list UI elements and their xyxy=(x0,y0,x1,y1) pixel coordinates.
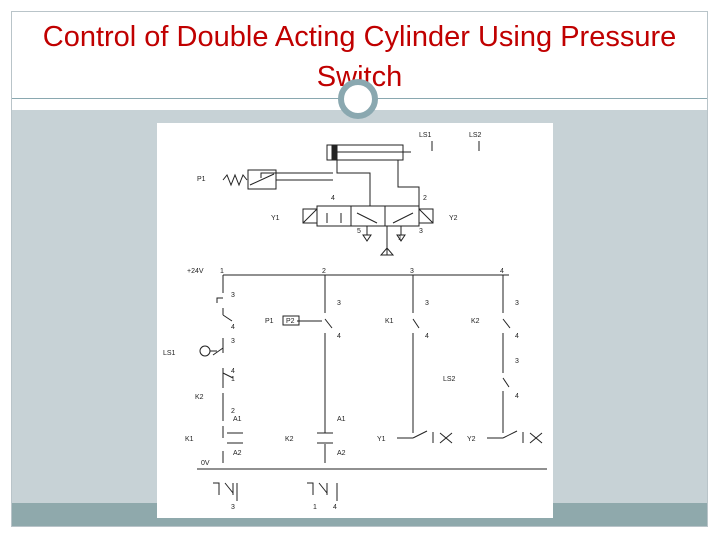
y1-label: Y1 xyxy=(271,215,280,222)
bottom-contact-2b-label: 4 xyxy=(333,504,337,511)
slide-frame xyxy=(11,11,708,527)
coil-a2-label: A2 xyxy=(233,450,242,457)
ladder-p1-box-label: P2 xyxy=(286,318,295,325)
pressure-line xyxy=(260,172,333,178)
r1-c4-label: 4 xyxy=(231,324,235,331)
supply-label: +24V xyxy=(187,268,204,275)
r3-c4-label: 4 xyxy=(425,333,429,340)
r1-c1-label: 1 xyxy=(231,376,235,383)
coil-a2b-label: A2 xyxy=(337,450,346,457)
circuit-diagram-svg: LS1 LS2 P1 4 2 Y1 Y2 5 1 3 +24V 1 2 3 4 … xyxy=(163,132,547,511)
decorative-ring-icon xyxy=(338,79,378,119)
ls2-label: LS2 xyxy=(469,132,482,139)
circuit-diagram: LS1 LS2 P1 4 2 Y1 Y2 5 1 3 +24V 1 2 3 4 … xyxy=(157,123,553,518)
p1-label: P1 xyxy=(197,176,206,183)
ladder-k1-label: K1 xyxy=(385,318,394,325)
r1-c4b-label: 4 xyxy=(231,368,235,375)
rung-4-label: 4 xyxy=(500,268,504,275)
bottom-contact-2a-label: 1 xyxy=(313,504,317,511)
y2-label: Y2 xyxy=(449,215,458,222)
rung-3-label: 3 xyxy=(410,268,414,275)
ladder-k2c-label: K2 xyxy=(471,318,480,325)
valve-box-1 xyxy=(316,205,352,227)
r1-c3b-label: 3 xyxy=(231,338,235,345)
r4-c3-label: 3 xyxy=(515,300,519,307)
y2-solenoid xyxy=(418,208,434,224)
r2-c4-label: 4 xyxy=(337,333,341,340)
air-line-b xyxy=(397,160,420,206)
r3-c3-label: 3 xyxy=(425,300,429,307)
cylinder-piston xyxy=(331,144,338,161)
ground-label: 0V xyxy=(201,460,210,467)
r4-c3b-label: 3 xyxy=(515,358,519,365)
ladder-ls1-label: LS1 xyxy=(163,350,176,357)
coil-a1-label: A1 xyxy=(233,416,242,423)
ls1-label: LS1 xyxy=(419,132,432,139)
ladder-p1-label: P1 xyxy=(265,318,274,325)
r2-c3-label: 3 xyxy=(337,300,341,307)
r4-c4b-label: 4 xyxy=(515,393,519,400)
ladder-ls2-label: LS2 xyxy=(443,376,456,383)
bottom-contact-1-label: 3 xyxy=(231,504,235,511)
coil-y1-label: Y1 xyxy=(377,436,386,443)
y1-solenoid xyxy=(302,208,318,224)
rung-1-label: 1 xyxy=(220,268,224,275)
valve-box-2 xyxy=(350,205,386,227)
r1-c3-label: 3 xyxy=(231,292,235,299)
rung-2-label: 2 xyxy=(322,268,326,275)
valve-box-3 xyxy=(384,205,420,227)
coil-k1-label: K1 xyxy=(185,436,194,443)
r4-c4-label: 4 xyxy=(515,333,519,340)
port-4-label: 4 xyxy=(331,195,335,202)
p1-spring xyxy=(222,173,248,187)
coil-y2-label: Y2 xyxy=(467,436,476,443)
air-line-a xyxy=(336,160,371,206)
coil-a1b-label: A1 xyxy=(337,416,346,423)
ladder-k2-label: K2 xyxy=(195,394,204,401)
coil-k2-label: K2 xyxy=(285,436,294,443)
port-1-label: 1 xyxy=(398,235,402,242)
port-5-label: 5 xyxy=(357,228,361,235)
slide-title: Control of Double Acting Cylinder Using … xyxy=(42,21,677,93)
port-3-label: 3 xyxy=(419,228,423,235)
r1-c2-label: 2 xyxy=(231,408,235,415)
port-2-label: 2 xyxy=(423,195,427,202)
